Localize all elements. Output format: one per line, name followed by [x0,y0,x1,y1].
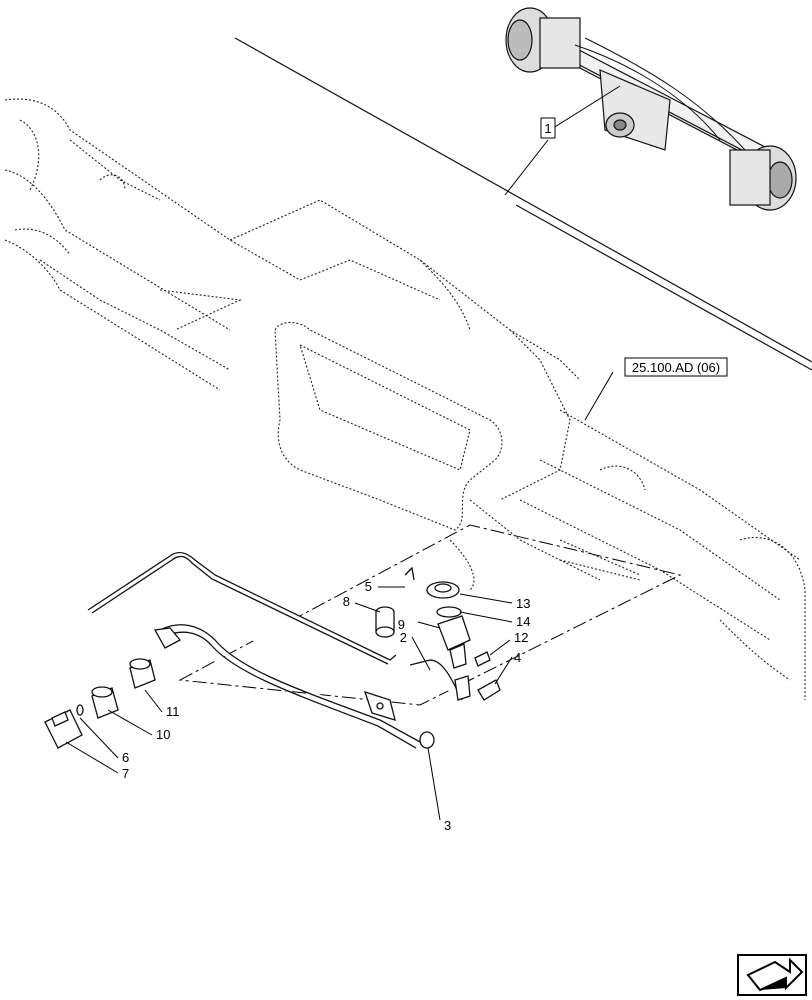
part-4-clamp [477,679,501,701]
callout-14: 14 [516,614,530,629]
callout-2: 2 [400,630,407,645]
part-8-bolt [375,606,395,638]
part-3-pipe [87,551,435,749]
callout-10: 10 [156,727,170,742]
part-7-connector [44,709,83,749]
callout-4: 4 [514,650,521,665]
callout-5: 5 [365,579,372,594]
part-13-flange [426,581,460,599]
callout-8: 8 [343,594,350,609]
callout-7: 7 [122,766,129,781]
callout-9: 9 [398,617,405,632]
part-2-fitting [409,659,471,701]
inset-callout-label: 1 [544,121,551,136]
inset-divider [515,204,812,371]
part-6-clip [76,704,84,716]
inset-axle-drawing [505,7,797,211]
navigation-arrow-icon[interactable] [737,954,807,996]
part-11-sleeve [129,658,156,689]
callout-13: 13 [516,596,530,611]
part-9-sensor [437,615,471,669]
callout-6: 6 [122,750,129,765]
axle-overview-inset: 1 [234,7,812,371]
callout-3: 3 [444,818,451,833]
callout-11: 11 [166,704,180,719]
callout-leaders [65,586,513,821]
part-14-o-ring [436,606,462,618]
part-5-pin [404,566,415,581]
inset-callout-box [540,117,556,139]
reference-label-box [624,357,728,377]
callout-12: 12 [514,630,528,645]
assembly-boundary [178,524,682,706]
reference-label-group: 25.100.AD (06) [584,357,728,421]
axle-housing-phantom [4,98,806,700]
part-10-sleeve [91,686,119,719]
part-12-bolt [474,651,491,667]
reference-label: 25.100.AD (06) [632,360,720,375]
